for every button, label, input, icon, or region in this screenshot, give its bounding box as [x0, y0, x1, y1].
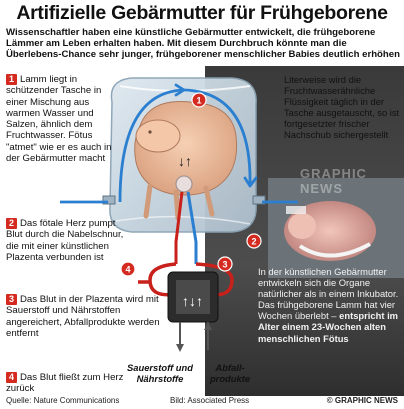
svg-text:3: 3: [223, 260, 228, 270]
intro-text: Wissenschaftler haben eine künstliche Ge…: [6, 27, 400, 61]
fluid-exchange-note: Literweise wird die Fruchtwasserähnliche…: [284, 74, 400, 141]
fluid-ports: [102, 195, 266, 205]
copyright: © GRAPHIC NEWS: [326, 396, 398, 405]
blood-circuit: [138, 262, 234, 297]
source-credit: Quelle: Nature Communications: [6, 396, 120, 405]
oxygen-nutrients-label: Sauerstoff und Nährstoffe: [127, 362, 193, 384]
baby-photo: [268, 178, 404, 278]
artificial-womb-diagram: ↓↑ ↑↓↑ 1 2 3 4: [60, 77, 404, 352]
step-4-label: Das Blut fließt zum Herz zurück: [6, 372, 124, 395]
diagram-step-markers: 1 2 3 4: [120, 92, 262, 277]
svg-text:↑↓↑: ↑↓↑: [182, 293, 203, 309]
step-1-label: Lamm liegt in schützender Tasche in eine…: [6, 74, 112, 165]
page-title: Artifizielle Gebärmutter für Frühgeboren…: [16, 2, 388, 24]
survival-note: In der künstlichen Gebärmutter entwickel…: [258, 266, 402, 344]
survival-note-bold: entspricht im Alter einem 23-Wochen alte…: [258, 310, 399, 344]
svg-text:↓↑: ↓↑: [178, 153, 192, 169]
step-1-badge: 1: [6, 74, 17, 85]
step-3-badge: 3: [6, 294, 17, 305]
photo-credit: Bild: Associated Press: [170, 396, 250, 405]
step-3-label: Das Blut in der Plazenta wird mit Sauers…: [6, 294, 160, 339]
svg-text:1: 1: [197, 96, 202, 106]
watermark: GRAPHIC NEWS: [300, 166, 367, 196]
step-2-label: Das fötale Herz pumpt Blut durch die Nab…: [6, 218, 124, 263]
waste-products-label: Abfall-produkte: [209, 362, 251, 384]
step-4-badge: 4: [6, 372, 17, 383]
fluid-flow-arrows: [60, 83, 298, 204]
svg-text:2: 2: [252, 237, 257, 247]
svg-text:4: 4: [126, 265, 131, 275]
lamb-fetus-illustration: [134, 101, 238, 221]
artificial-placenta: ↑↓↑: [167, 271, 219, 352]
umbilical-cord: ↓↑: [174, 153, 198, 264]
diagram-panel: ↓↑ ↑↓↑ 1 2 3 4: [0, 66, 404, 396]
step-2-badge: 2: [6, 218, 17, 229]
survival-note-plain: In der künstlichen Gebärmutter entwickel…: [258, 266, 399, 322]
